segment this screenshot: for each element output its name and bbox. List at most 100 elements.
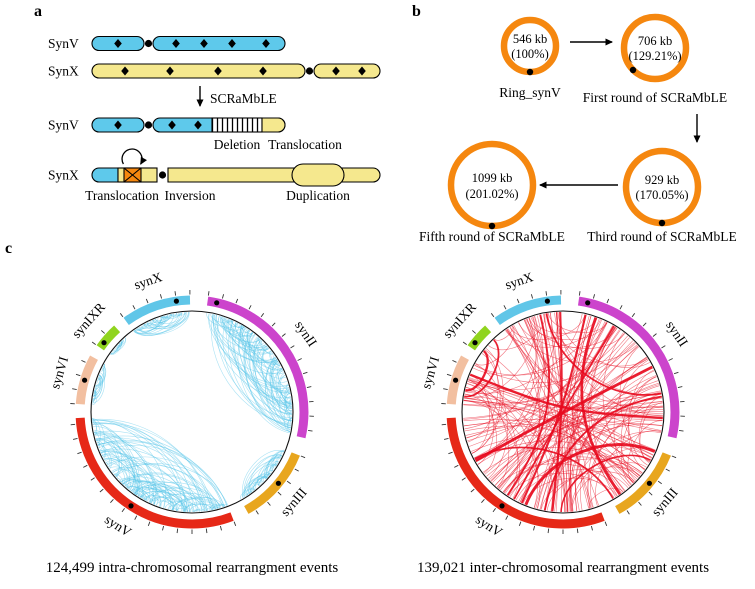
inversion-label: Inversion [165, 188, 216, 203]
translocation-bottom-label: Translocation [85, 188, 159, 203]
chromosome-label-synV: synV [473, 512, 505, 540]
chromosome-arc-synIXR [467, 325, 492, 351]
row-label-synx-top: SynX [48, 64, 79, 79]
circos-inner-circle [461, 310, 665, 514]
inversion-loop-arrow [121, 148, 147, 165]
centromere-dot [658, 219, 666, 227]
centromere-dot [629, 66, 637, 74]
chromosome-arc-synII [577, 296, 680, 439]
chromosome-arc-synX [123, 295, 191, 326]
chromosome-label-synIXR: synIXR [440, 300, 479, 341]
centromere-dot-synV [499, 503, 505, 509]
svg-text:(170.05%): (170.05%) [635, 188, 688, 202]
chromosome-ticks-synV [441, 423, 608, 534]
panel-a-figure: a SynV SynX SCRaMbLE [34, 3, 381, 203]
ring-caption: Ring_synV [499, 85, 561, 100]
svg-text:546 kb: 546 kb [513, 32, 547, 46]
ring-caption: Fifth round of SCRaMbLE [419, 229, 565, 244]
chromosome-ticks-synIII [255, 455, 306, 515]
centromere-dot [488, 222, 496, 230]
chromosome-ticks-synIXR [91, 330, 105, 345]
centromere-dot [144, 39, 153, 48]
panel-a-label: a [34, 3, 42, 20]
centromere-dot-synIXR [101, 340, 107, 346]
row-label-synv-top: SynV [48, 36, 79, 51]
circos-inner-circle [90, 310, 294, 514]
chromosome-label-synIII: synIII [277, 484, 310, 519]
chromosome-synv-before [91, 35, 286, 52]
ring-third-round-929: 929 kb (170.05%) Third round of SCRaMbLE [587, 147, 737, 244]
chromosome-label-synVI: synVI [47, 354, 71, 390]
chromosome-arc-synII [206, 296, 309, 439]
chromosome-ticks-synII [578, 291, 685, 432]
link-chords-inter [463, 311, 664, 513]
duplication-label: Duplication [286, 188, 350, 203]
scramble-label: SCRaMbLE [210, 91, 277, 106]
row-label-synv-bottom: SynV [48, 118, 79, 133]
chromosome-label-synX: synX [503, 269, 535, 292]
chromosome-label-synII: synII [663, 318, 691, 350]
deletion-label: Deletion [214, 137, 261, 152]
chromosome-synx-after [91, 163, 381, 187]
chromosome-ticks-synIII [626, 455, 677, 515]
ring-synv-546: 546 kb (100%) Ring_synV [499, 16, 561, 100]
link-chords-intra [92, 311, 293, 513]
centromere-dot-synVI [82, 377, 88, 383]
chromosome-ticks-synVI [441, 359, 457, 405]
centromere-dot-synIII [646, 480, 652, 486]
centromere-dot [144, 121, 153, 129]
centromere-dot [526, 68, 534, 76]
chromosome-ticks-synX [119, 290, 191, 318]
translocated-segment [91, 167, 119, 183]
svg-text:(129.21%): (129.21%) [628, 49, 681, 63]
panel-b-figure: b 546 kb (100%) Ring_synV 706 kb (129.21… [412, 3, 737, 244]
ring-fifth-round-1099: 1099 kb (201.02%) Fifth round of SCRaMbL… [419, 140, 565, 244]
svg-text:929 kb: 929 kb [645, 173, 679, 187]
ring-caption: Third round of SCRaMbLE [587, 229, 737, 244]
chromosome-label-synII: synII [292, 318, 320, 350]
centromere-dot-synIXR [472, 340, 478, 346]
svg-text:(201.02%): (201.02%) [465, 187, 518, 201]
ring-caption: First round of SCRaMbLE [583, 90, 727, 105]
chromosome-ticks-synVI [70, 359, 86, 405]
chromosome-ticks-synIXR [462, 330, 476, 345]
centromere-dot-synV [128, 503, 134, 509]
chromosome-arc-synIII [244, 452, 300, 514]
chromosome-label-synV: synV [102, 512, 134, 540]
circos-inter-plot: synII synIII synV synVI synIXR synX [418, 269, 691, 540]
svg-text:1099 kb: 1099 kb [472, 171, 513, 185]
translocation-top-label: Translocation [268, 137, 342, 152]
centromere-dot-synII [214, 300, 220, 306]
centromere-dot-synX [173, 298, 179, 304]
intra-caption: 124,499 intra-chromosomal rearrangment e… [45, 560, 339, 576]
centromere-dot [158, 171, 167, 179]
circos-intra-plot: synII synIII synV synVI synIXR synX [47, 269, 320, 540]
duplication-bulge [291, 163, 345, 187]
chromosome-label-synX: synX [132, 269, 164, 292]
chromosome-synx-before [91, 63, 381, 79]
chromosome-ticks-synX [490, 290, 562, 318]
centromere-dot [305, 67, 314, 75]
panel-c-label: c [5, 240, 13, 257]
chromosome-label-synIII: synIII [648, 484, 681, 519]
chromosome-label-synIXR: synIXR [69, 300, 108, 341]
centromere-dot-synII [585, 300, 591, 306]
chromosome-ticks-synV [70, 423, 237, 534]
centromere-dot-synVI [453, 377, 459, 383]
panel-b-label: b [412, 3, 421, 20]
centromere-dot-synX [544, 298, 550, 304]
chromosome-synv-after [91, 117, 286, 133]
inter-caption: 139,021 inter-chromosomal rearrangment e… [416, 560, 710, 576]
chromosome-arc-synIXR [96, 325, 121, 351]
row-label-synx-bottom: SynX [48, 168, 79, 183]
chromosome-ticks-synII [207, 291, 314, 432]
ring-first-round-706: 706 kb (129.21%) First round of SCRaMbLE [583, 13, 727, 105]
translocation-tip [261, 117, 286, 133]
centromere-dot-synIII [275, 480, 281, 486]
deletion-region [211, 117, 263, 133]
chromosome-arc-synX [494, 295, 562, 326]
svg-text:706 kb: 706 kb [638, 34, 672, 48]
chromosome-label-synVI: synVI [418, 354, 442, 390]
chromosome-arc-synIII [615, 452, 671, 514]
